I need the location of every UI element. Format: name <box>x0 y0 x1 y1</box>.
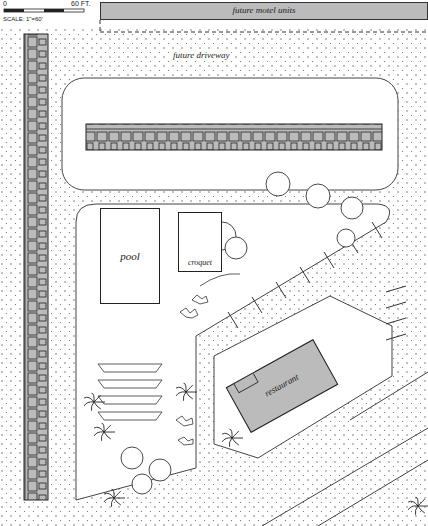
area-label: restaurant <box>263 373 300 400</box>
area-label: future motel units <box>232 6 295 16</box>
road-label: future driveway <box>172 51 230 61</box>
croquet-court: croquet <box>178 212 222 272</box>
area-label: pool <box>120 250 140 262</box>
future-units-band: future motel units <box>100 2 428 20</box>
scale-length: 60 FT. <box>70 0 91 8</box>
area-label: croquet <box>188 259 212 268</box>
scale-note: SCALE: 1"=60' <box>2 16 44 23</box>
scale-zero: 0 <box>2 0 8 8</box>
pool-outline: pool <box>100 208 160 304</box>
